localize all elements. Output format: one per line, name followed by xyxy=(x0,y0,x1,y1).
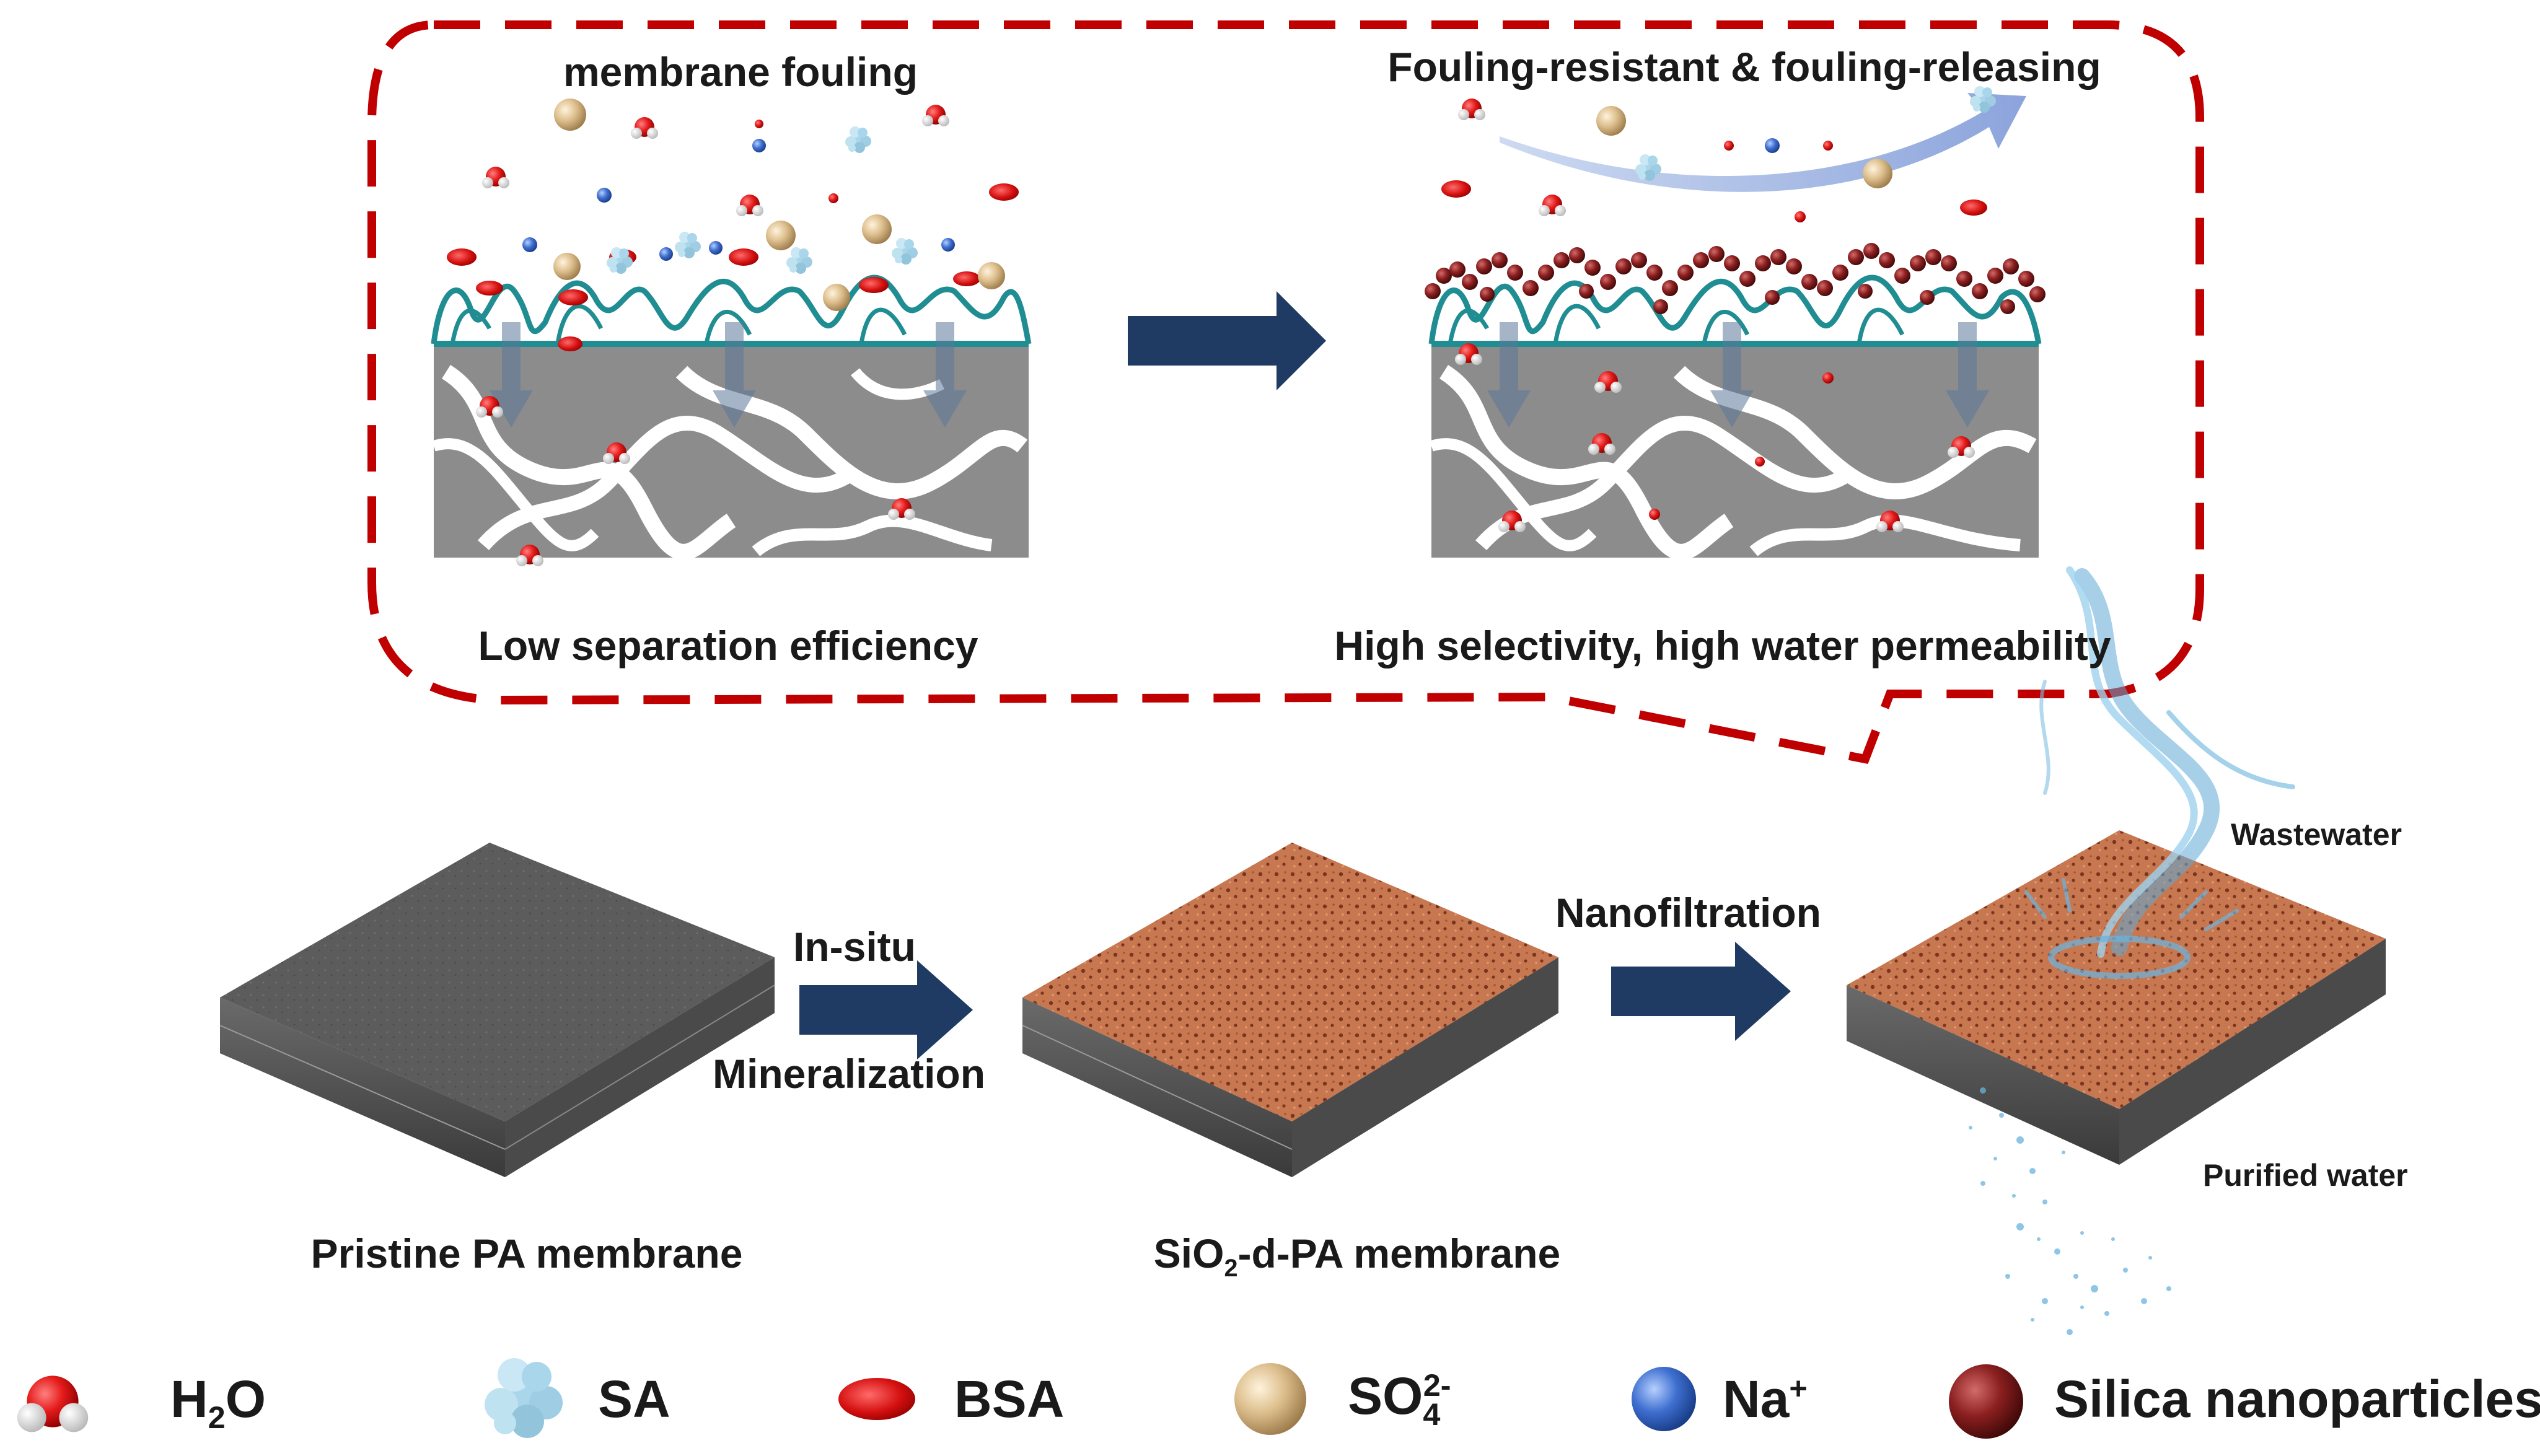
legend-so4-label: SO42- xyxy=(1348,1367,1451,1432)
legend-sa-icon xyxy=(485,1358,563,1438)
mineralization-label: Mineralization xyxy=(713,1051,986,1097)
transformation-arrow xyxy=(1128,291,1326,390)
purified-water-droplets xyxy=(1969,1087,2171,1335)
legend-sa-label: SA xyxy=(598,1370,670,1428)
sio2-pa-membrane-block xyxy=(1022,843,1558,1177)
pristine-pa-label: Pristine PA membrane xyxy=(310,1230,743,1276)
callout-dashed-border xyxy=(367,20,2204,765)
silica-membrane-illustration xyxy=(1425,86,2046,560)
legend-na-icon xyxy=(1632,1367,1696,1431)
low-efficiency-caption: Low separation efficiency xyxy=(478,623,978,669)
nanofiltration-arrow xyxy=(1611,942,1791,1041)
legend-na-label: Na+ xyxy=(1723,1370,1808,1428)
wastewater-label: Wastewater xyxy=(2231,817,2402,852)
fouled-membrane-illustration xyxy=(431,99,1032,566)
legend-bsa-icon xyxy=(838,1378,915,1420)
in-situ-label: In-situ xyxy=(793,924,916,970)
water-splash-illustration xyxy=(2024,566,2295,979)
fouling-resistant-title: Fouling-resistant & fouling-releasing xyxy=(1387,44,2101,90)
fouling-title: membrane fouling xyxy=(563,49,918,95)
purified-water-label: Purified water xyxy=(2203,1158,2408,1193)
legend-silica-label: Silica nanoparticles xyxy=(2054,1370,2540,1428)
nanofiltration-membrane-block xyxy=(1847,830,2386,1165)
legend-h2o-icon xyxy=(17,1375,89,1432)
legend-bsa-label: BSA xyxy=(954,1370,1065,1428)
mineralization-arrow xyxy=(799,960,973,1059)
high-selectivity-caption: High selectivity, high water permeabilit… xyxy=(1334,623,2111,669)
pristine-pa-membrane-block xyxy=(219,843,775,1177)
legend-h2o-label: H2O xyxy=(170,1370,266,1435)
sio2-pa-label: SiO2-d-PA membrane xyxy=(1153,1230,1561,1283)
legend-silica-icon xyxy=(1949,1364,2023,1439)
nanofiltration-label: Nanofiltration xyxy=(1555,890,1821,936)
legend-so4-icon xyxy=(1234,1363,1306,1435)
